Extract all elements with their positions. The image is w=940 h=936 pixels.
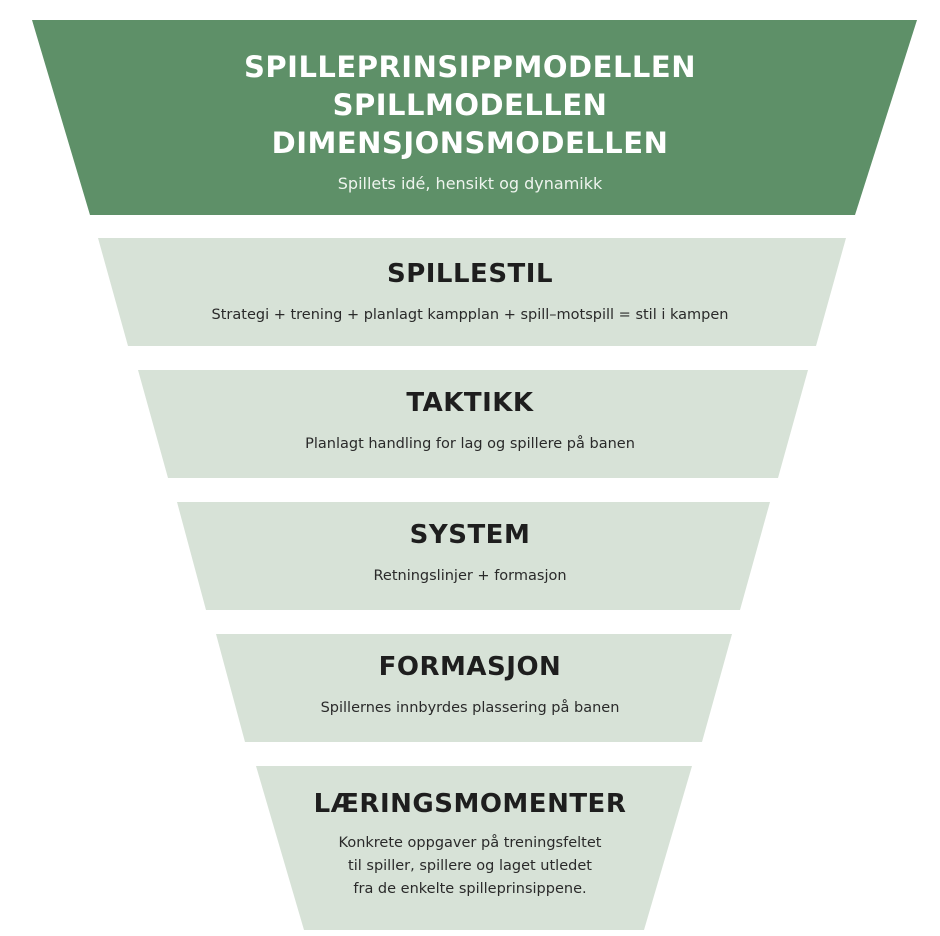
tier-description-taktikk: Planlagt handling for lag og spillere på… xyxy=(305,436,635,452)
description-line: til spiller, spillere og laget utledet xyxy=(348,858,592,874)
tier-heading-spillmodellen: SPILLMODELLEN xyxy=(332,88,608,122)
tier-description-system: Retningslinjer + formasjon xyxy=(373,568,567,584)
funnel-tier-formasjon: FORMASJON Spillernes innbyrdes plasserin… xyxy=(216,634,732,742)
funnel-tier-system: SYSTEM Retningslinjer + formasjon xyxy=(177,502,770,610)
tier-description-laeringsmomenter: Konkrete oppgaver på treningsfeltet til … xyxy=(300,832,640,901)
tier-heading-dimensjonsmodellen: DIMENSJONSMODELLEN xyxy=(271,126,669,160)
tier-heading-formasjon: FORMASJON xyxy=(378,652,562,682)
funnel-tier-laeringsmomenter: LÆRINGSMOMENTER Konkrete oppgaver på tre… xyxy=(256,766,692,930)
tier-description-formasjon: Spillernes innbyrdes plassering på banen xyxy=(320,700,620,716)
description-line: Konkrete oppgaver på treningsfeltet xyxy=(338,835,602,851)
description-line: fra de enkelte spilleprinsippene. xyxy=(353,881,587,897)
tier-description-models: Spillets idé, hensikt og dynamikk xyxy=(337,174,603,193)
funnel-tier-models: SPILLEPRINSIPPMODELLEN SPILLMODELLEN DIM… xyxy=(32,20,917,215)
funnel-tier-spillestil: SPILLESTIL Strategi + trening + planlagt… xyxy=(98,238,846,346)
tier-heading-system: SYSTEM xyxy=(409,520,531,550)
tier-heading-taktikk: TAKTIKK xyxy=(406,388,534,418)
tier-heading-spilleprinsippmodellen: SPILLEPRINSIPPMODELLEN xyxy=(244,50,696,84)
funnel-tier-taktikk: TAKTIKK Planlagt handling for lag og spi… xyxy=(138,370,808,478)
tier-heading-laeringsmomenter: LÆRINGSMOMENTER xyxy=(313,789,627,819)
tier-heading-spillestil: SPILLESTIL xyxy=(386,259,554,289)
tier-description-spillestil: Strategi + trening + planlagt kampplan +… xyxy=(211,307,729,323)
